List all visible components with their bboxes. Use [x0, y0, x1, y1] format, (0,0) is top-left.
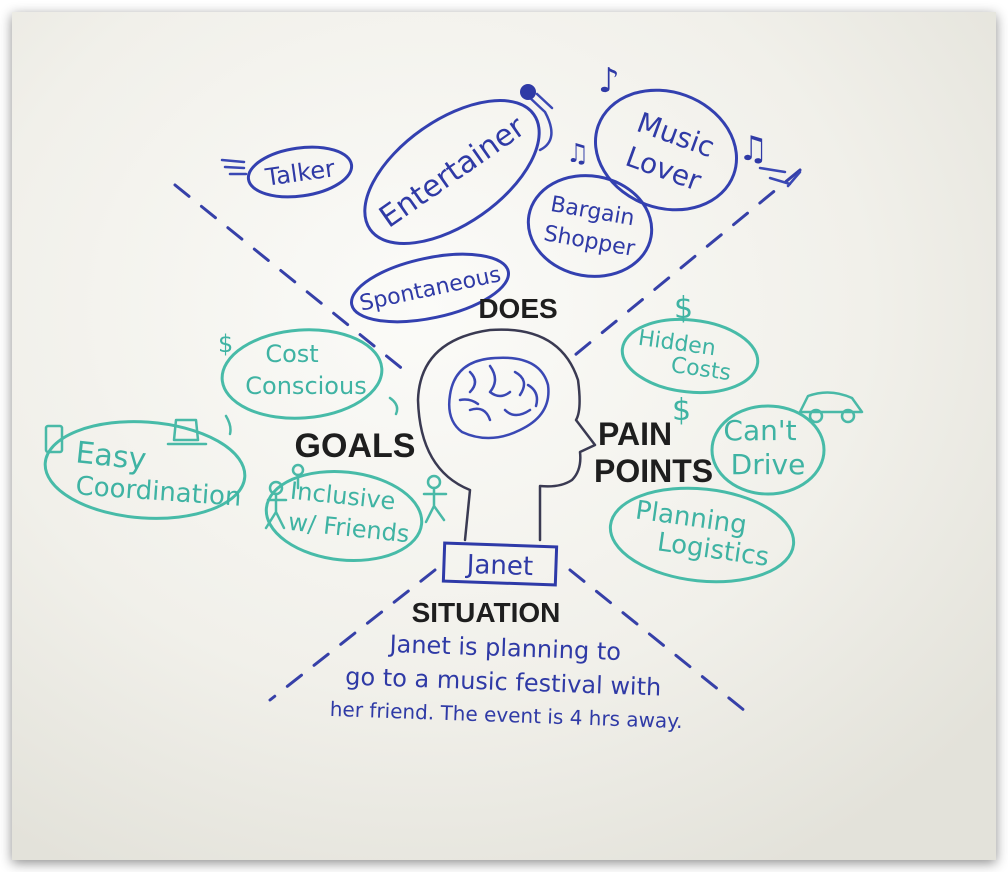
dollar-top-icon: $ [674, 291, 693, 326]
dollar-sign-icon: $ [218, 330, 233, 358]
persona-name-tag: Janet [441, 541, 559, 587]
goals-heading: GOALS [295, 427, 416, 465]
cost-conscious-bubble: $ Cost Conscious [218, 328, 399, 436]
cant-drive-line2: Drive [731, 448, 806, 481]
music-note-mid-icon: ♫ [566, 139, 589, 169]
brain-icon [448, 356, 550, 440]
pain-points-heading-line1: PAIN [598, 416, 672, 452]
quadrant-dividers [173, 168, 802, 717]
does-heading: DOES [478, 293, 557, 324]
cant-drive-bubble: Can't Drive [710, 391, 864, 496]
pain-points-heading-line2: POINTS [594, 453, 713, 489]
music-notes-icon: ♫ [738, 129, 768, 169]
car-icon [798, 391, 864, 424]
persona-name: Janet [464, 550, 533, 582]
cost-conscious-line2: Conscious [245, 372, 366, 400]
music-note-icon: ♪ [598, 61, 620, 101]
easy-coordination-line1: Easy [74, 435, 148, 477]
phone-icon [44, 424, 64, 454]
laptop-icon [166, 418, 208, 446]
cant-drive-line1: Can't [723, 414, 796, 447]
cost-conscious-line1: Cost [265, 340, 318, 368]
people-icon [264, 463, 448, 530]
dollar-bottom-icon: $ [672, 393, 691, 428]
situation-heading: SITUATION [412, 597, 561, 628]
head-illustration [416, 328, 597, 542]
